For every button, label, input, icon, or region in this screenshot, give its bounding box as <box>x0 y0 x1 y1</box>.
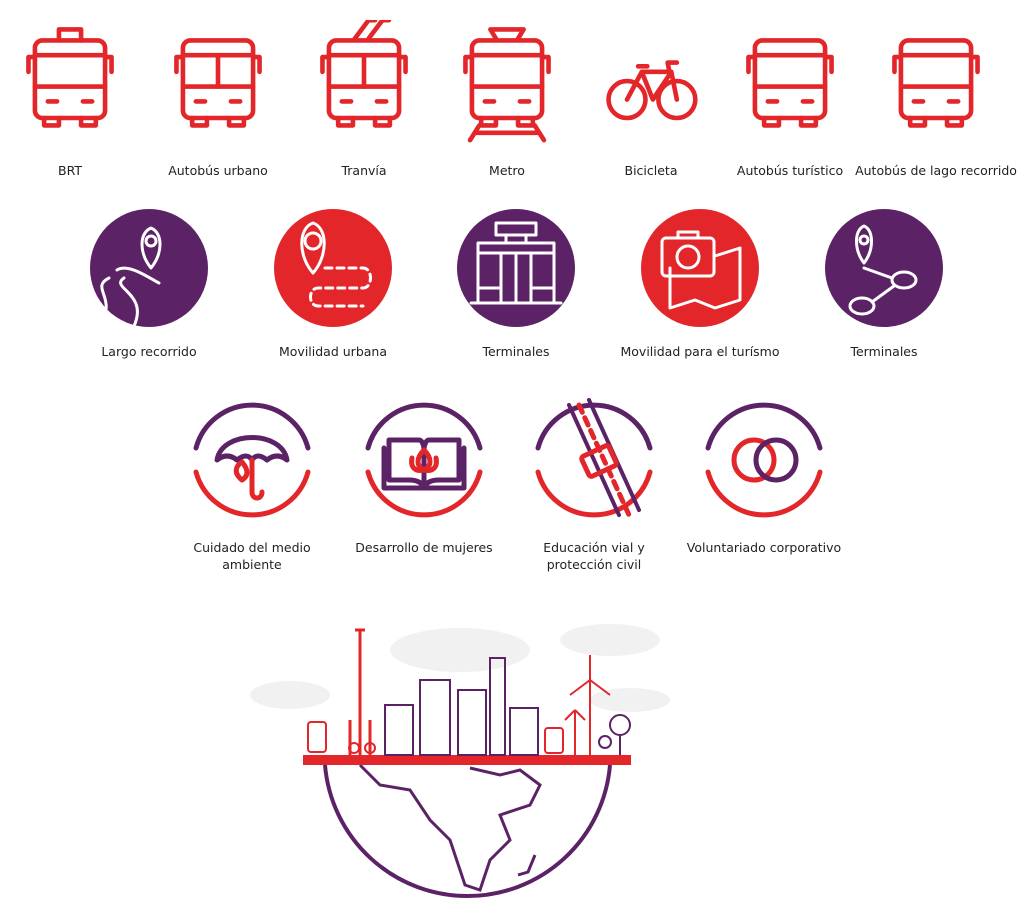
vehicles <box>307 721 564 754</box>
coach-bus-icon <box>892 38 980 128</box>
umbrella-leaf-icon <box>193 402 311 518</box>
globe-icon <box>323 763 612 898</box>
urban-route-pin-icon <box>274 209 392 327</box>
tram-icon <box>320 20 408 128</box>
cycle-arrows-icon <box>705 402 823 518</box>
transport-label: Autobús urbano <box>168 163 268 178</box>
transport-item <box>138 20 298 144</box>
brt-bus-icon <box>26 27 114 128</box>
csr-label: Cuidado del medio ambiente <box>193 540 311 572</box>
transport-item <box>710 20 870 144</box>
route-nodes-icon <box>825 209 943 327</box>
book-lotus-icon <box>365 402 483 518</box>
city-bus-icon <box>174 38 262 128</box>
transport-label: Bicicleta <box>624 163 678 178</box>
tour-bus-icon <box>746 38 834 128</box>
wind-turbine-icon <box>564 655 611 755</box>
transport-label: BRT <box>58 163 82 178</box>
service-label: Largo recorrido <box>101 344 197 359</box>
ground-platform <box>303 755 631 765</box>
transport-label: Autobús de lago recorrido <box>855 163 1017 178</box>
seatbelt-road-icon <box>535 398 653 518</box>
service-label: Terminales <box>850 344 918 359</box>
buildings <box>384 657 539 756</box>
service-label: Terminales <box>482 344 550 359</box>
service-label: Movilidad para el turísmo <box>620 344 780 359</box>
bicycle-icon <box>606 60 698 121</box>
csr-label: Voluntariado corporativo <box>686 540 842 555</box>
transport-label: Metro <box>489 163 525 178</box>
clouds <box>250 624 670 712</box>
transport-label: Autobús turístico <box>736 163 844 178</box>
winding-road-pin-icon <box>90 209 208 328</box>
service-label: Movilidad urbana <box>279 344 387 359</box>
csr-label: Educación vial y protección civil <box>543 540 645 572</box>
monument <box>348 628 372 755</box>
terminal-building-icon <box>457 209 575 327</box>
city-globe-illustration <box>250 624 670 898</box>
csr-label: Desarrollo de mujeres <box>355 540 493 555</box>
transport-item <box>427 20 587 144</box>
camera-map-icon <box>641 209 759 327</box>
transport-item <box>284 20 444 144</box>
transport-item <box>571 20 731 144</box>
metro-icon <box>463 27 551 143</box>
transport-label: Tranvía <box>341 163 387 178</box>
trees <box>598 714 631 755</box>
transport-item <box>0 20 150 144</box>
transport-item <box>856 20 1016 144</box>
